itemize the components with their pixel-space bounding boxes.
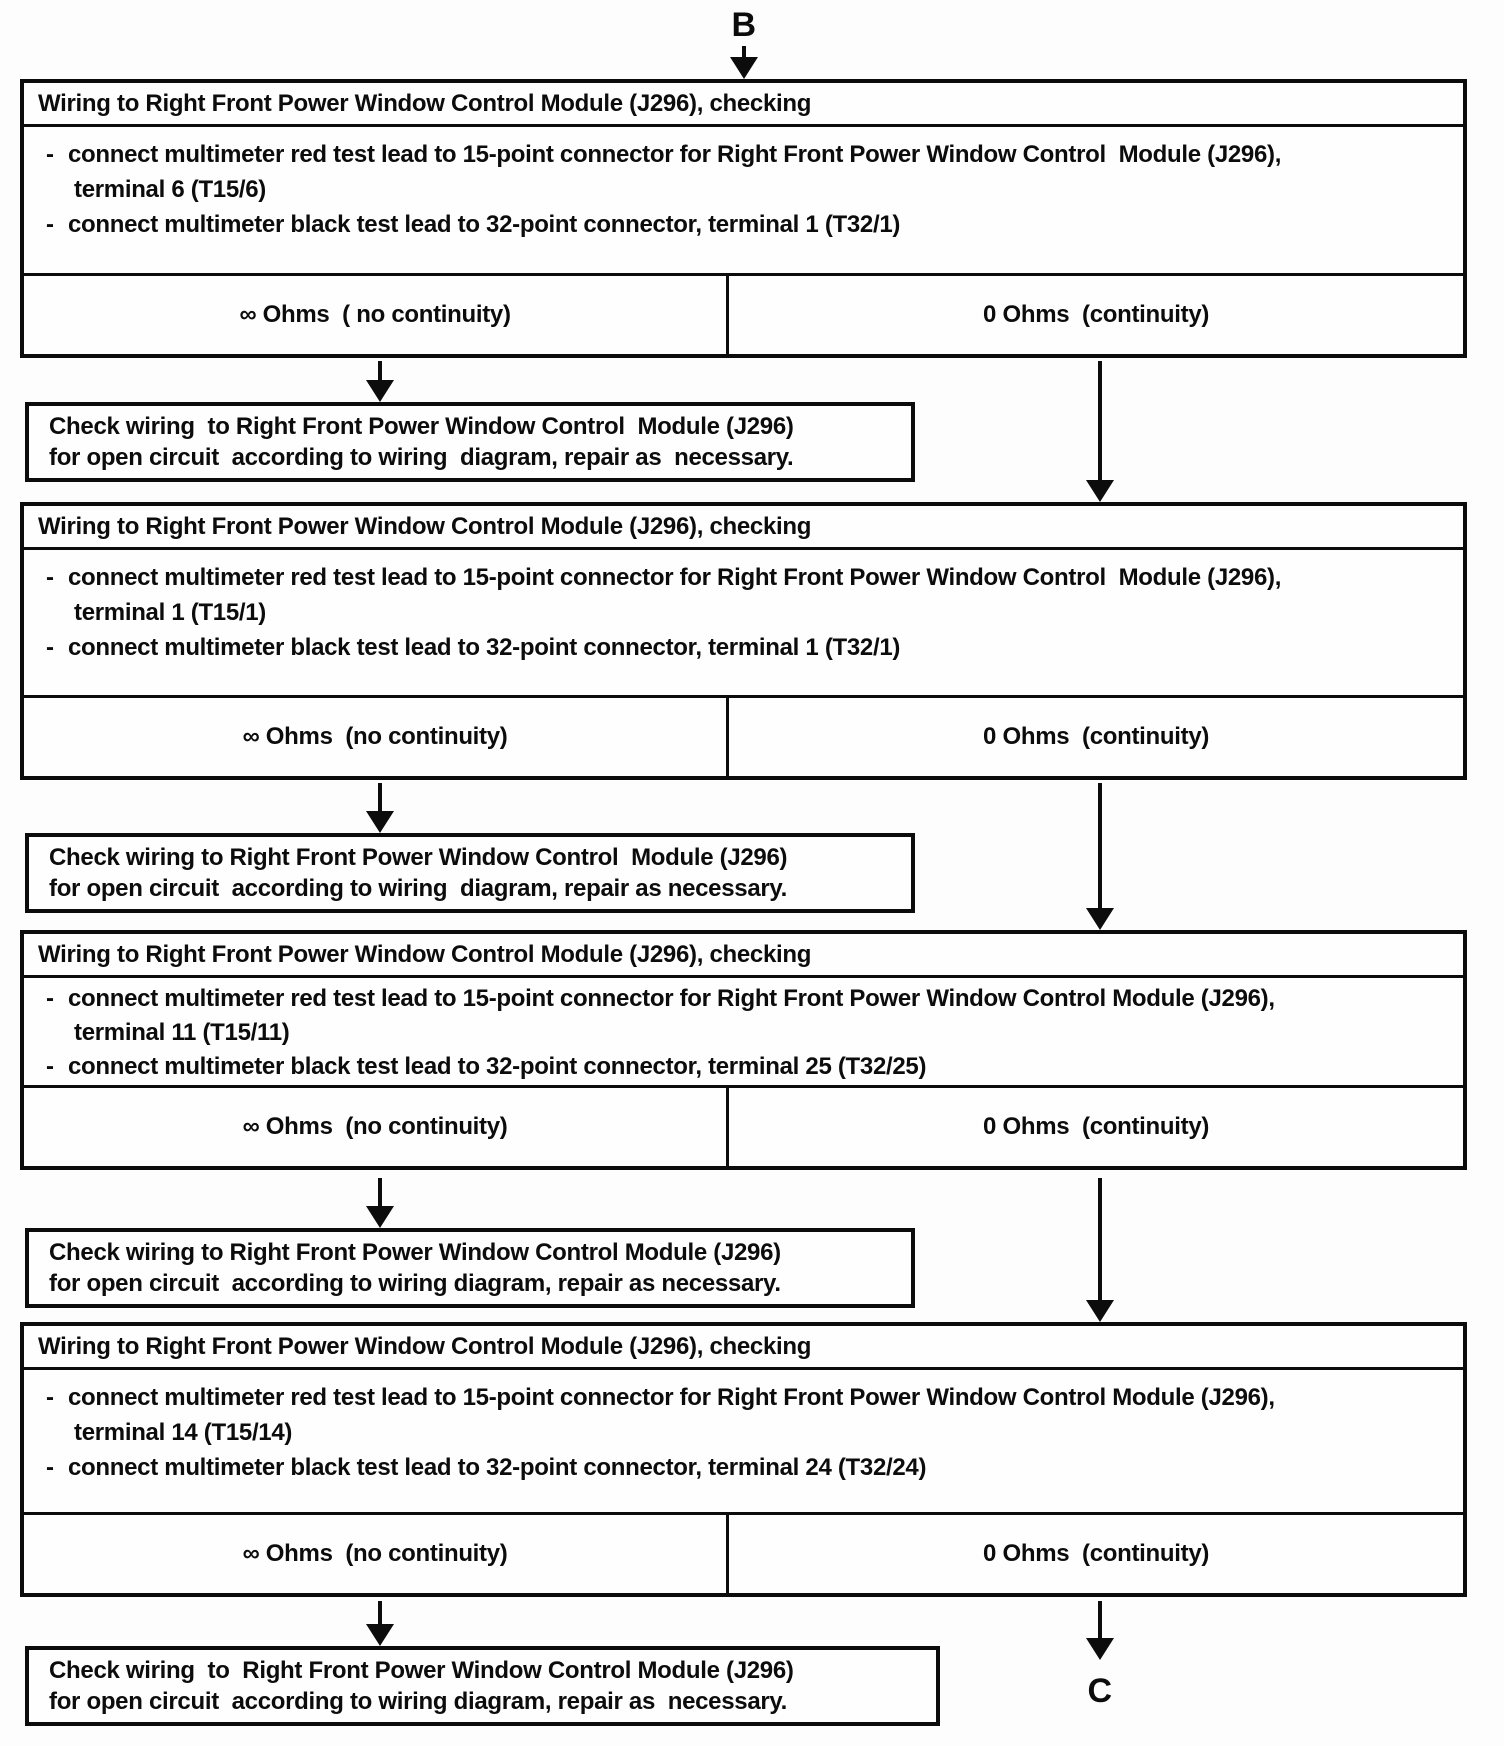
bullet-dash: - [46, 564, 54, 591]
results-row: ∞ Ohms ( no continuity) 0 Ohms (continui… [24, 276, 1463, 354]
arrow-down-icon [378, 361, 382, 380]
action-text: Check wiring to Right Front Power Window… [49, 413, 794, 440]
block-title: Wiring to Right Front Power Window Contr… [24, 1326, 1463, 1370]
bullet-dash: - [46, 211, 54, 238]
block-steps: - connect multimeter red test lead to 15… [24, 550, 1463, 698]
step-text-continued: terminal 11 (T15/11) [74, 1019, 290, 1046]
step-text: connect multimeter black test lead to 32… [68, 211, 901, 238]
step-item: - connect multimeter black test lead to … [42, 207, 1455, 242]
decision-block-2: Wiring to Right Front Power Window Contr… [20, 502, 1467, 780]
action-text: for open circuit according to wiring dia… [49, 1270, 781, 1297]
step-text: connect multimeter black test lead to 32… [68, 1053, 927, 1080]
block-title: Wiring to Right Front Power Window Contr… [24, 506, 1463, 550]
step-item: - connect multimeter red test lead to 15… [42, 560, 1455, 595]
step-text: connect multimeter red test lead to 15-p… [68, 564, 1282, 591]
result-no-continuity: ∞ Ohms ( no continuity) [24, 276, 730, 354]
step-text: connect multimeter red test lead to 15-p… [68, 985, 1275, 1012]
action-text: for open circuit according to wiring dia… [49, 875, 788, 902]
result-no-continuity: ∞ Ohms (no continuity) [24, 1088, 730, 1166]
result-continuity: 0 Ohms (continuity) [983, 1540, 1210, 1567]
bullet-dash: - [46, 634, 54, 661]
step-item: - connect multimeter black test lead to … [42, 1450, 1455, 1485]
action-box-4: Check wiring to Right Front Power Window… [25, 1646, 940, 1726]
arrow-down-icon [742, 46, 746, 57]
step-text-continued: terminal 1 (T15/1) [74, 599, 267, 626]
action-text: for open circuit according to wiring dia… [49, 1688, 788, 1715]
arrow-down-icon [1098, 783, 1102, 908]
block-steps: - connect multimeter red test lead to 15… [24, 127, 1463, 276]
arrow-down-icon [1098, 1178, 1102, 1300]
bullet-dash: - [46, 141, 54, 168]
result-continuity: 0 Ohms (continuity) [983, 1113, 1210, 1140]
arrow-down-icon [378, 1178, 382, 1206]
step-text: connect multimeter red test lead to 15-p… [68, 1384, 1275, 1411]
bullet-dash: - [46, 1053, 54, 1080]
step-text-continued: terminal 6 (T15/6) [74, 176, 267, 203]
step-text: connect multimeter red test lead to 15-p… [68, 141, 1282, 168]
decision-block-4: Wiring to Right Front Power Window Contr… [20, 1322, 1467, 1597]
connector-label-c: C [1087, 1672, 1113, 1710]
action-box-2: Check wiring to Right Front Power Window… [25, 833, 915, 913]
results-row: ∞ Ohms (no continuity) 0 Ohms (continuit… [24, 1088, 1463, 1166]
results-row: ∞ Ohms (no continuity) 0 Ohms (continuit… [24, 698, 1463, 776]
bullet-dash: - [46, 1454, 54, 1481]
decision-block-1: Wiring to Right Front Power Window Contr… [20, 79, 1467, 358]
block-title: Wiring to Right Front Power Window Contr… [24, 934, 1463, 978]
results-row: ∞ Ohms (no continuity) 0 Ohms (continuit… [24, 1515, 1463, 1593]
step-item: - connect multimeter black test lead to … [42, 1050, 1455, 1084]
action-text: Check wiring to Right Front Power Window… [49, 1657, 794, 1684]
action-text: for open circuit according to wiring dia… [49, 444, 794, 471]
step-item: - connect multimeter black test lead to … [42, 630, 1455, 665]
result-no-continuity: ∞ Ohms (no continuity) [24, 1515, 730, 1593]
block-title: Wiring to Right Front Power Window Contr… [24, 83, 1463, 127]
arrow-down-icon [378, 783, 382, 811]
step-text-continued: terminal 14 (T15/14) [74, 1419, 293, 1446]
block-steps: - connect multimeter red test lead to 15… [24, 978, 1463, 1088]
step-item: - connect multimeter red test lead to 15… [42, 982, 1455, 1016]
action-text: Check wiring to Right Front Power Window… [49, 1239, 781, 1266]
step-item: - connect multimeter red test lead to 15… [42, 137, 1455, 172]
arrow-down-icon [1098, 361, 1102, 480]
action-box-1: Check wiring to Right Front Power Window… [25, 402, 915, 482]
bullet-dash: - [46, 1384, 54, 1411]
block-steps: - connect multimeter red test lead to 15… [24, 1370, 1463, 1515]
result-continuity: 0 Ohms (continuity) [983, 301, 1210, 328]
arrow-down-icon [378, 1601, 382, 1624]
result-continuity: 0 Ohms (continuity) [983, 723, 1210, 750]
arrow-down-icon [1098, 1601, 1102, 1638]
action-text: Check wiring to Right Front Power Window… [49, 844, 788, 871]
connector-label-b: B [731, 6, 757, 44]
step-text: connect multimeter black test lead to 32… [68, 634, 901, 661]
step-text: connect multimeter black test lead to 32… [68, 1454, 927, 1481]
action-box-3: Check wiring to Right Front Power Window… [25, 1228, 915, 1308]
decision-block-3: Wiring to Right Front Power Window Contr… [20, 930, 1467, 1170]
bullet-dash: - [46, 985, 54, 1012]
result-no-continuity: ∞ Ohms (no continuity) [24, 698, 730, 776]
step-item: - connect multimeter red test lead to 15… [42, 1380, 1455, 1415]
